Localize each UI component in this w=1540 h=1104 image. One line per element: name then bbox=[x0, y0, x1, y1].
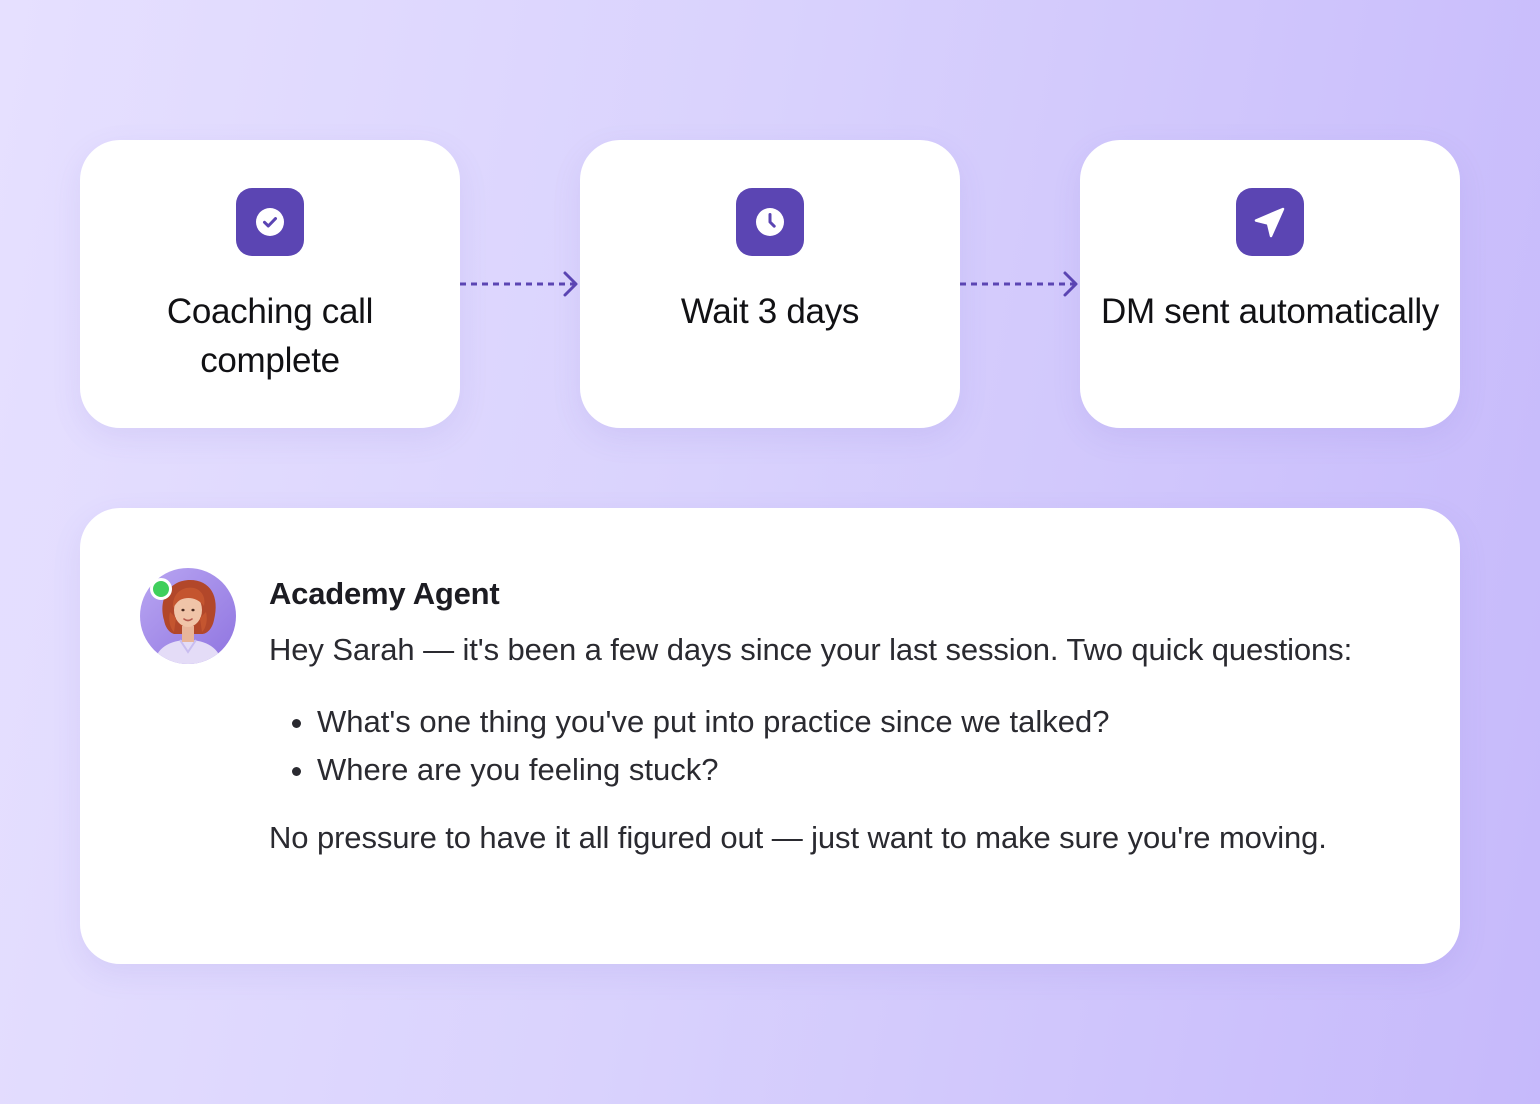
clock-icon bbox=[736, 188, 804, 256]
dashed-arrow-right-icon bbox=[960, 271, 1078, 297]
message-card: Academy Agent Hey Sarah — it's been a fe… bbox=[80, 508, 1460, 964]
step-label: Wait 3 days bbox=[680, 292, 860, 331]
agent-avatar bbox=[140, 568, 236, 664]
message-body: Academy Agent Hey Sarah — it's been a fe… bbox=[269, 574, 1420, 860]
message-closing: No pressure to have it all figured out —… bbox=[269, 820, 1327, 855]
check-circle-icon bbox=[236, 188, 304, 256]
step-card-dm-sent: DM sent automatically bbox=[1080, 140, 1460, 428]
question-list: What's one thing you've put into practic… bbox=[269, 698, 1420, 794]
step-label: DM sent automatically bbox=[1101, 292, 1439, 331]
send-arrow-icon bbox=[1236, 188, 1304, 256]
online-status-dot bbox=[150, 578, 172, 600]
list-item: What's one thing you've put into practic… bbox=[317, 698, 1420, 746]
dashed-arrow-right-icon bbox=[460, 271, 578, 297]
list-item: Where are you feeling stuck? bbox=[317, 746, 1420, 794]
sender-name: Academy Agent bbox=[269, 576, 500, 611]
step-card-wait: Wait 3 days bbox=[580, 140, 960, 428]
step-card-coaching-call: Coaching call complete bbox=[80, 140, 460, 428]
step-label: Coaching call complete bbox=[166, 292, 374, 380]
message-intro: Hey Sarah — it's been a few days since y… bbox=[269, 632, 1353, 667]
